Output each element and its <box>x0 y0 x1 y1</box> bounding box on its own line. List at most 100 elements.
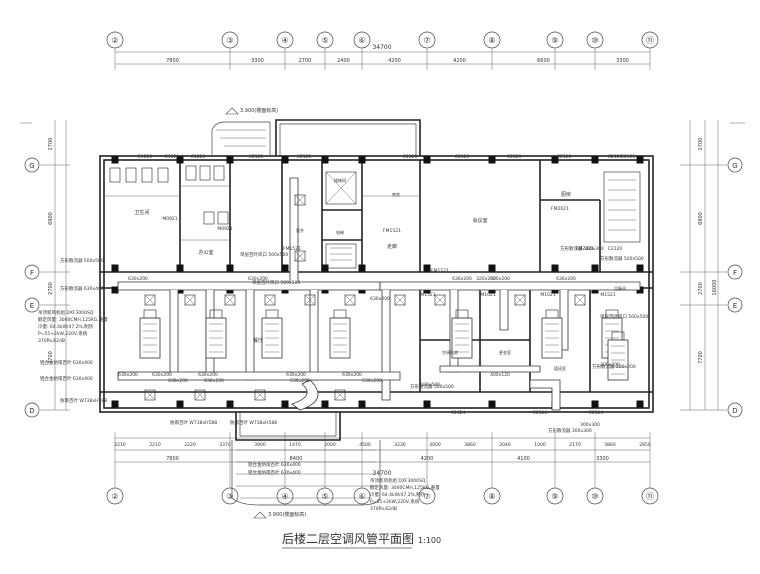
ahu-inlet <box>333 309 347 319</box>
door-tag: C2324 <box>589 410 604 416</box>
dim-label: 3300 <box>596 456 609 462</box>
title-scale: 1:100 <box>418 536 441 545</box>
door-tag: C1220 <box>191 154 206 160</box>
column <box>111 286 119 294</box>
door-tag: C2324 <box>451 410 466 416</box>
dim-label: 2700 <box>698 282 704 295</box>
room-label: 管井 <box>296 227 304 233</box>
dim-label: 2700 <box>48 138 54 151</box>
duct-size-label: 630x200 <box>452 276 472 282</box>
leader-note: 方形散流器 500x500 <box>600 255 644 262</box>
ahu-spec-line: 吊顶新风机组 DXF3000SQ <box>38 309 94 316</box>
column <box>226 156 234 164</box>
dim-label: 3860 <box>464 442 476 448</box>
axis-label: ⑥ <box>358 36 365 45</box>
diffuser <box>334 389 346 401</box>
duct-size-label: 630x200 <box>490 276 510 282</box>
diffuser <box>304 294 316 306</box>
column <box>636 264 644 272</box>
duct-size-label: 630x200 <box>198 372 218 378</box>
dim-label: 2850 <box>639 442 651 448</box>
door-tag: C2105 <box>621 154 636 160</box>
column <box>551 264 559 272</box>
dim-label: 3230 <box>394 442 406 448</box>
dim-label: 6600 <box>537 58 550 64</box>
leader-note: 单层百叶风口 500x500 <box>240 251 288 258</box>
room-label: 卫生间 <box>134 209 149 216</box>
dim-label: 2040 <box>499 442 511 448</box>
column <box>176 264 184 272</box>
dim-label: 2000 <box>324 442 336 448</box>
leader-note: 方形散流器 500x500 <box>410 383 454 390</box>
ahu-spec-line: 370Pa,62dB <box>370 506 397 512</box>
room-label: 餐厅 <box>253 337 263 344</box>
axis-label: ⑧ <box>488 36 495 45</box>
dim-label: 4000 <box>429 442 441 448</box>
ahu-inlet <box>209 309 223 319</box>
leader-note: 方形散流器 630x400 <box>60 285 104 292</box>
dim-label: 6900 <box>48 212 54 225</box>
dim-label: 2220 <box>184 442 196 448</box>
dim-label: 4200 <box>388 58 401 64</box>
door-tag: C2120 <box>608 246 623 252</box>
axis-label: ⑤ <box>321 36 328 45</box>
diffuser <box>514 294 526 306</box>
stair-and-elevator <box>325 171 641 269</box>
elevation-marks: 3.900(楼面标高) 3.900(楼面标高) <box>20 107 745 519</box>
door-tag: M1021 <box>480 292 495 298</box>
dim-label: 3300 <box>251 58 264 64</box>
building-walls <box>99 119 654 441</box>
axis-bubble <box>24 402 40 418</box>
duct-size-label: 300x300 <box>580 422 600 428</box>
leader-note: 防雨百叶 W738xH588 <box>170 419 217 426</box>
leader-note: 铝合金防雨百叶 630x400 <box>40 375 93 382</box>
axis-label: ④ <box>281 36 288 45</box>
axis-label: ② <box>111 36 118 45</box>
column <box>226 264 234 272</box>
door-tag: M0921 <box>217 226 232 232</box>
duct-size-label: 320x200 <box>476 276 496 282</box>
duct-size-label: 630x200 <box>370 296 390 302</box>
duct-size-label: 200x200 <box>600 362 620 368</box>
dim-label: 4500 <box>359 442 371 448</box>
ahu-spec-line: 额定风量: 3000CMH,125KG,重量 <box>370 484 440 491</box>
column <box>423 156 431 164</box>
dim-label: 2700 <box>48 282 54 295</box>
leader-note: 防雨百叶 W738xH588 <box>230 419 277 426</box>
axis-label: ⑧ <box>488 492 495 501</box>
dim-label: 6900 <box>698 212 704 225</box>
dim-label: 1000 <box>534 442 546 448</box>
axis-bubble <box>24 157 40 173</box>
axis-label: ⑤ <box>321 492 328 501</box>
leader-note: 铝合金防雨百叶 630x400 <box>248 469 301 476</box>
duct-size-label: 630x200 <box>248 276 268 282</box>
axis-label: G <box>732 162 737 170</box>
ahu-spec-line: 额定风量: 3000CMH,125KG,重量 <box>38 316 108 323</box>
dim-label: 4200 <box>421 456 434 462</box>
diffuser <box>294 250 306 262</box>
air-ducts <box>117 177 641 411</box>
ahu-inlet <box>605 309 619 319</box>
axis-label: G <box>29 162 34 170</box>
diffuser <box>434 294 446 306</box>
door-tag: FM1521 <box>283 246 301 252</box>
leader-note: 方形散流器 300x300 <box>560 245 604 252</box>
room-label: 办公室 <box>198 249 213 256</box>
diffuser <box>254 389 266 401</box>
dimension-lines <box>54 51 719 463</box>
room-label: 电梯 <box>336 229 344 235</box>
column <box>358 264 366 272</box>
column <box>176 156 184 164</box>
diffuser <box>224 294 236 306</box>
column <box>591 156 599 164</box>
dim-label: 2400 <box>337 58 350 64</box>
room-label: 值班室 <box>554 365 566 371</box>
column <box>636 156 644 164</box>
dim-label: 3900 <box>254 442 266 448</box>
